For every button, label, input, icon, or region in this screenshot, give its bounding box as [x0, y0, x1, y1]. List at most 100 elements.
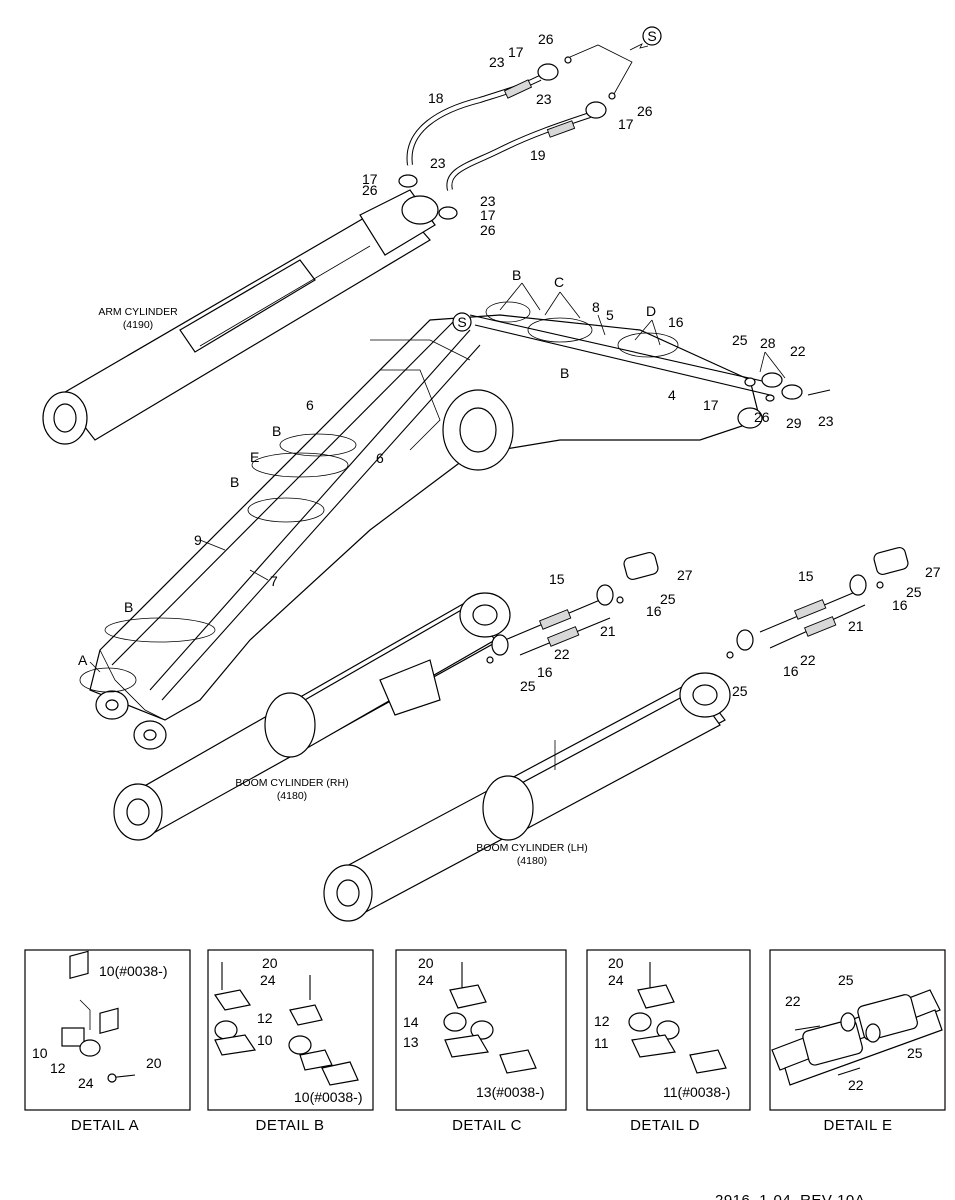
callout-19: 19	[530, 147, 546, 163]
callout-b-1: B	[512, 267, 521, 283]
callout-4: 4	[668, 387, 676, 403]
callout-b-5: B	[124, 599, 133, 615]
detail-a-part-12: 12	[50, 1060, 66, 1076]
detail-e-title: DETAIL E	[823, 1117, 892, 1134]
callout-17-e: 17	[703, 397, 719, 413]
callout-a: A	[78, 652, 88, 668]
callout-28: 28	[760, 335, 776, 351]
boom	[79, 301, 781, 750]
callout-21-a: 21	[600, 623, 616, 639]
callout-s-boom: S	[457, 314, 466, 330]
boom-end-fittings	[744, 372, 831, 402]
detail-d: 20 24 12 11 11(#0038-)	[586, 949, 751, 1111]
callout-27-b: 27	[925, 564, 941, 580]
callout-16-d: 16	[892, 597, 908, 613]
callout-22-c: 22	[800, 652, 816, 668]
callout-18: 18	[428, 90, 444, 106]
callout-15-b: 15	[798, 568, 814, 584]
boom-lh-label: BOOM CYLINDER (LH)	[476, 842, 587, 854]
detail-c-part-24: 24	[418, 972, 434, 988]
detail-d-part-20: 20	[608, 955, 624, 971]
callout-23-c: 23	[430, 155, 446, 171]
callout-s-top: S	[647, 28, 656, 44]
callout-22-a: 22	[790, 343, 806, 359]
detail-b-part-10: 10	[257, 1032, 273, 1048]
footer-code: 2916_1-04_REV 10A	[715, 1192, 865, 1200]
callout-6-a: 6	[306, 397, 314, 413]
callout-17-c: 17	[362, 171, 378, 187]
callout-16-c: 16	[537, 664, 553, 680]
detail-c-title: DETAIL C	[452, 1117, 522, 1134]
detail-b-part-12: 12	[257, 1010, 273, 1026]
callout-25-e: 25	[732, 683, 748, 699]
detail-d-part-12: 12	[594, 1013, 610, 1029]
callout-27-a: 27	[677, 567, 693, 583]
callout-23-e: 23	[818, 413, 834, 429]
callout-15-a: 15	[549, 571, 565, 587]
detail-a-part-20: 20	[146, 1055, 162, 1071]
detail-e-part-25-a: 25	[838, 972, 854, 988]
boom-lh-code: (4180)	[517, 855, 547, 867]
callout-26-d: 26	[480, 222, 496, 238]
callout-7: 7	[270, 573, 278, 589]
detail-b-title: DETAIL B	[255, 1117, 324, 1134]
boom-rh-label: BOOM CYLINDER (RH)	[235, 777, 348, 789]
callout-25-d: 25	[906, 584, 922, 600]
arm-cylinder-label: ARM CYLINDER	[98, 306, 178, 318]
detail-c-part-20: 20	[418, 955, 434, 971]
callout-22-b: 22	[554, 646, 570, 662]
callout-23-d: 23	[480, 193, 496, 209]
boom-rh-code: (4180)	[277, 790, 307, 802]
detail-a: 10(#0038-) 10 12 24 20	[24, 949, 191, 1111]
callout-b-4: B	[230, 474, 239, 490]
callout-6-b: 6	[376, 450, 384, 466]
detail-e-part-25-b: 25	[907, 1045, 923, 1061]
callout-8: 8	[592, 299, 600, 315]
detail-d-part-11: 11	[594, 1035, 609, 1051]
detail-e-part-22-b: 22	[848, 1077, 864, 1093]
arm-cylinder-code: (4190)	[123, 319, 153, 331]
callout-c: C	[554, 274, 564, 290]
boom-cylinder-lh	[323, 672, 731, 922]
callout-29: 29	[786, 415, 802, 431]
detail-d-part-11s: 11(#0038-)	[663, 1084, 730, 1100]
callout-17-d: 17	[480, 207, 496, 223]
callout-16-a: 16	[668, 314, 684, 330]
main-callouts: 26 17 23 18 23 26 17 19 23 17 26 23 17 2…	[78, 31, 941, 699]
boom-cylinder-rh	[113, 592, 511, 841]
callout-26-c: 26	[362, 182, 378, 198]
detail-d-title: DETAIL D	[630, 1117, 700, 1134]
arm-cylinder	[42, 189, 439, 445]
detail-a-title: DETAIL A	[71, 1117, 139, 1134]
detail-c-part-13s: 13(#0038-)	[476, 1084, 545, 1100]
callout-b-3: B	[272, 423, 281, 439]
detail-a-part-10s: 10(#0038-)	[99, 963, 168, 979]
callout-5: 5	[606, 307, 614, 323]
callout-23-a: 23	[489, 54, 505, 70]
callout-25-b: 25	[660, 591, 676, 607]
callout-17-b: 17	[618, 116, 634, 132]
detail-c: 20 24 14 13 13(#0038-)	[395, 949, 567, 1111]
callout-17-a: 17	[508, 44, 524, 60]
callout-25-a: 25	[732, 332, 748, 348]
detail-c-part-13: 13	[403, 1034, 419, 1050]
detail-e: 22 25 25 22	[769, 949, 946, 1111]
boom-lh-fittings	[726, 546, 909, 659]
detail-b-part-20: 20	[262, 955, 278, 971]
detail-b: 20 24 12 10 10(#0038-)	[207, 949, 374, 1111]
leader-lines	[89, 282, 786, 673]
detail-b-part-10s: 10(#0038-)	[294, 1089, 363, 1105]
callout-b-2: B	[560, 365, 569, 381]
callout-25-c: 25	[520, 678, 536, 694]
callout-23-b: 23	[536, 91, 552, 107]
callout-21-b: 21	[848, 618, 864, 634]
callout-26-a: 26	[538, 31, 554, 47]
detail-c-part-14: 14	[403, 1014, 419, 1030]
boom-rh-fittings	[486, 551, 659, 664]
detail-a-part-24: 24	[78, 1075, 94, 1091]
callout-16-b: 16	[646, 603, 662, 619]
callout-26-e: 26	[754, 409, 770, 425]
callout-e: E	[250, 449, 259, 465]
callout-26-b: 26	[637, 103, 653, 119]
